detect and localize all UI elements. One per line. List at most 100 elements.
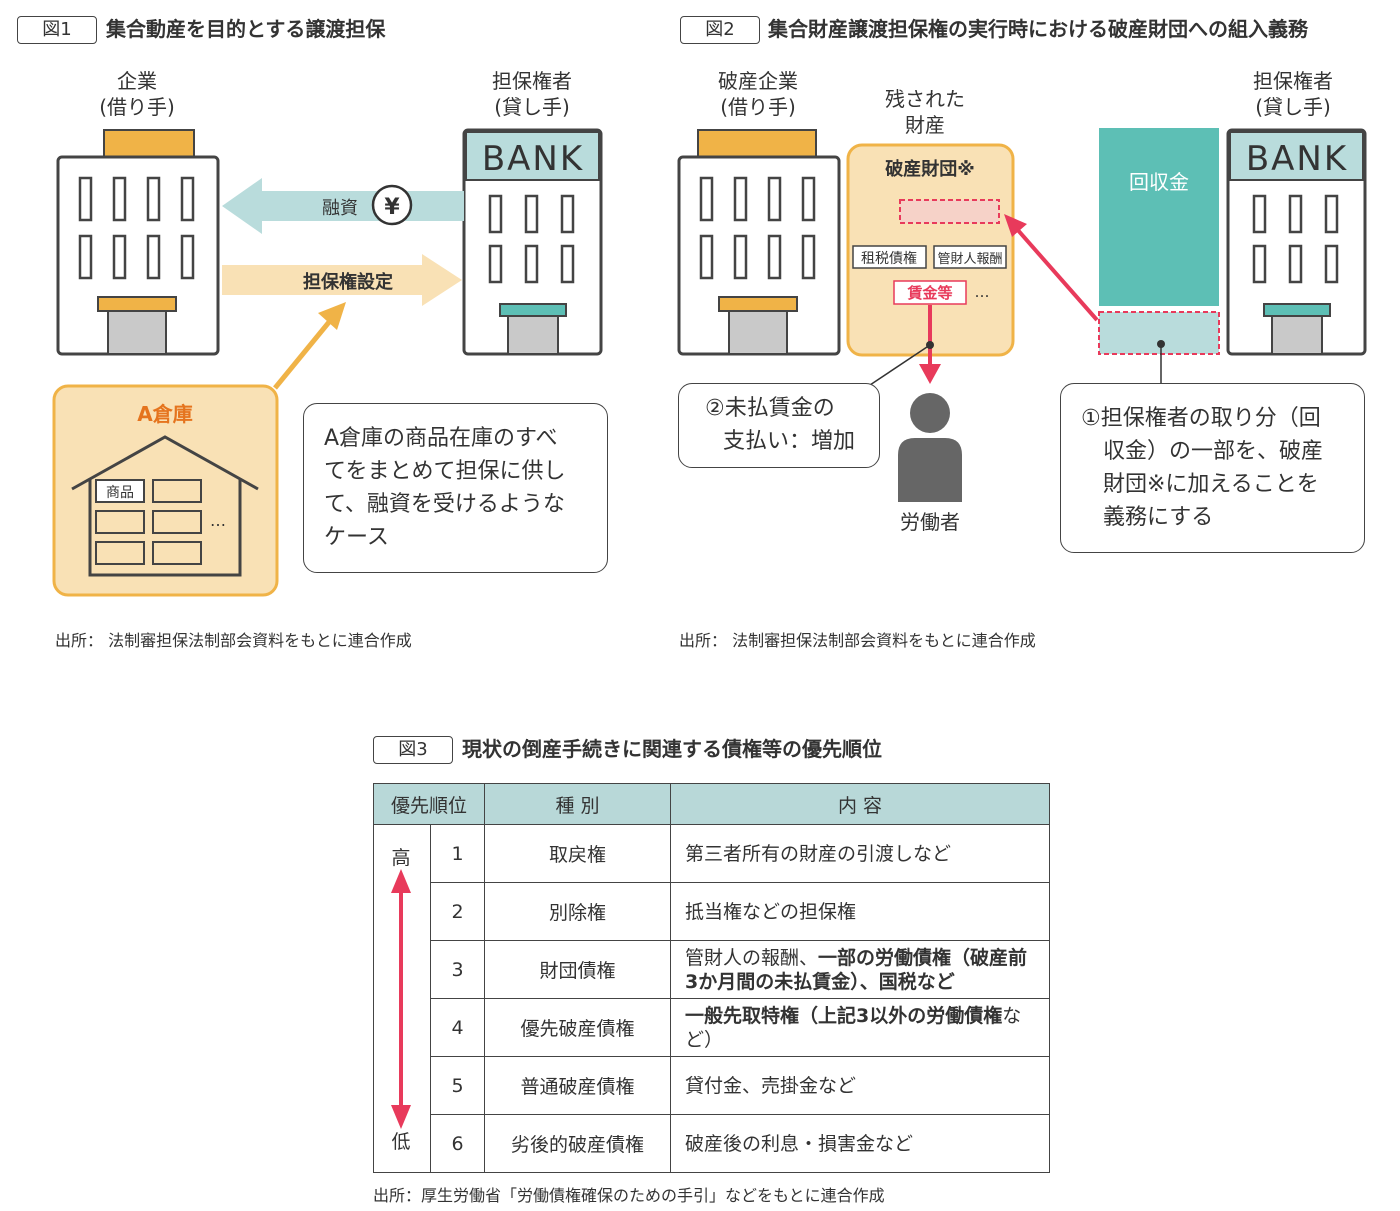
- priority-double-arrow: [391, 869, 411, 1129]
- priority-table: 優先順位 種 別 内 容 高 低 1 取戻権 第三者所有の財産の引渡しなど 2 …: [373, 783, 1050, 1173]
- row-content-bold: 一部の労働債権（破産前3か月間の未払賃金）、国税など: [685, 946, 1028, 993]
- fig1-bank-text: BANK: [482, 139, 584, 179]
- wages-label: 賃金等: [906, 284, 952, 302]
- fig1-callout-line-2: てをまとめて担保に供し: [324, 459, 566, 484]
- fig2-lender-label-1: 担保権者: [1253, 69, 1333, 93]
- fig1-company-label-1: 企業: [117, 69, 157, 93]
- warehouse-ellipsis: …: [210, 511, 226, 530]
- fig1-source: 出所： 法制審担保法制部会資料をもとに連合作成: [55, 631, 412, 650]
- fig3-source: 出所：厚生労働省「労働債権確保のための手引」などをもとに連合作成: [373, 1186, 885, 1205]
- warehouse-arrow-head: [318, 302, 346, 330]
- warehouse-house-icon: 商品 …: [71, 435, 259, 577]
- recovered-portion-slot: [1098, 311, 1220, 355]
- row-content: 管財人の報酬、一部の労働債権（破産前3か月間の未払賃金）、国税など: [670, 940, 1050, 999]
- transfer-arrow: [1014, 226, 1099, 322]
- row-number: 6: [430, 1114, 485, 1173]
- fig2-source: 出所： 法制審担保法制部会資料をもとに連合作成: [679, 631, 1036, 650]
- fig1-callout-line-3: て、融資を受けるような: [324, 492, 565, 517]
- row-number: 5: [430, 1056, 485, 1115]
- row-content-bold: 一般先取特権（上記3以外の労働債権: [685, 1004, 1003, 1027]
- warehouse-label: A倉庫: [137, 402, 192, 426]
- fig2-callout-obligation-line-2: 収金）の一部を、破産: [1103, 439, 1324, 464]
- row-content: 貸付金、売掛金など: [670, 1056, 1050, 1115]
- goods-label: 商品: [106, 485, 134, 501]
- row-content-plain: 管財人の報酬、: [685, 946, 819, 969]
- table-row: 5 普通破産債権 貸付金、売掛金など: [374, 1056, 1050, 1115]
- table-row: 3 財団債権 管財人の報酬、一部の労働債権（破産前3か月間の未払賃金）、国税など: [374, 940, 1050, 999]
- row-kind: 別除権: [484, 882, 671, 941]
- remaining-label-2: 財産: [905, 113, 945, 137]
- fig2-callout-obligation-line-4: 義務にする: [1103, 505, 1214, 530]
- fig2-bank-text: BANK: [1246, 139, 1348, 179]
- row-kind: 優先破産債権: [484, 998, 671, 1057]
- low-label: 低: [391, 1131, 411, 1153]
- loan-label: 融資: [322, 198, 358, 219]
- fig2-title: 集合財産譲渡担保権の実行時における破産財団への組入義務: [768, 17, 1308, 41]
- fig2-diagram: 破産企業 (借り手) 残された 財産 破産財団※ 租税債権 管財人報酬 賃金等 …: [677, 69, 1367, 534]
- row-kind: 財団債権: [484, 940, 671, 999]
- yen-symbol: ¥: [384, 195, 400, 220]
- fig1-title: 集合動産を目的とする譲渡担保: [106, 17, 386, 41]
- wages-arrow-head: [919, 364, 941, 384]
- table-row: 2 別除権 抵当権などの担保権: [374, 882, 1050, 941]
- header-rank: 優先順位: [373, 783, 485, 825]
- row-content-plain: など）: [685, 1004, 1022, 1051]
- worker-icon: [898, 393, 962, 502]
- table-row: 高 低 1 取戻権 第三者所有の財産の引渡しなど: [373, 824, 1050, 1173]
- security-arrow: [222, 254, 462, 306]
- fig2-lender-label-2: (貸し手): [1255, 95, 1331, 119]
- fig1-callout: A倉庫の商品在庫のすべ てをまとめて担保に供し て、融資を受けるような ケース: [303, 403, 608, 573]
- row-number: 3: [430, 940, 485, 999]
- fig2-callout-obligation: ①担保権者の取り分（回 収金）の一部を、破産 財団※に加えることを 義務にする: [1060, 383, 1365, 553]
- row-number: 4: [430, 998, 485, 1057]
- fig2-company-label-1: 破産企業: [718, 69, 798, 93]
- warehouse-arrow: [273, 314, 336, 390]
- tax-claims-label: 租税債権: [861, 250, 917, 267]
- fig1-company-label-2: (借り手): [99, 95, 175, 119]
- fig2-company-label-2: (借り手): [720, 95, 796, 119]
- fig2-callout-wages: ②未払賃金の 支払い：増加: [678, 383, 880, 468]
- row-content: 第三者所有の財産の引渡しなど: [670, 824, 1050, 883]
- fig2-callout-obligation-line-3: 財団※に加えることを: [1103, 472, 1319, 497]
- transfer-arrow-head: [1004, 214, 1027, 237]
- worker-label: 労働者: [900, 510, 960, 534]
- row-content: 破産後の利息・損害金など: [670, 1114, 1050, 1173]
- fig1-callout-line-4: ケース: [324, 525, 389, 550]
- fig3-label: 図3: [373, 736, 453, 764]
- row-kind: 普通破産債権: [484, 1056, 671, 1115]
- estate-dashed-slot: [899, 199, 1000, 224]
- fig2-callout-wages-line-1: ②未払賃金の: [705, 396, 835, 421]
- row-kind: 劣後的破産債権: [484, 1114, 671, 1173]
- header-kind: 種 別: [484, 783, 671, 825]
- yen-icon: [371, 184, 413, 226]
- fig2-callout-obligation-line-1: ①担保権者の取り分（回: [1081, 406, 1321, 431]
- row-number: 1: [430, 824, 485, 883]
- row-kind: 取戻権: [484, 824, 671, 883]
- header-content: 内 容: [670, 783, 1050, 825]
- fig1-lender-label-2: (貸し手): [494, 95, 570, 119]
- bank-building-icon: BANK: [462, 128, 603, 356]
- fig2-label: 図2: [680, 16, 760, 44]
- fig1-diagram: 企業 (借り手) 担保権者 (貸し手) BANK 融資 ¥ 担保権設定: [52, 69, 603, 597]
- fig1-label: 図1: [17, 16, 97, 44]
- fig3-title: 現状の倒産手続きに関連する債権等の優先順位: [462, 737, 882, 761]
- estate-ellipsis: …: [975, 283, 990, 301]
- bankruptcy-estate-label: 破産財団※: [885, 158, 975, 180]
- fig1-callout-line-1: A倉庫の商品在庫のすべ: [324, 426, 558, 451]
- recovered-funds-block: [1099, 128, 1219, 306]
- table-row: 6 劣後的破産債権 破産後の利息・損害金など: [374, 1114, 1050, 1173]
- row-number: 2: [430, 882, 485, 941]
- fig2-bank-building-icon: BANK: [1226, 128, 1367, 356]
- bankrupt-company-building-icon: [677, 129, 841, 356]
- row-content: 抵当権などの担保権: [670, 882, 1050, 941]
- fig2-callout-wages-line-2: 支払い：増加: [723, 429, 856, 454]
- high-label: 高: [391, 847, 411, 869]
- security-label: 担保権設定: [303, 271, 393, 293]
- company-building-icon: [56, 129, 220, 356]
- trustee-fee-label: 管財人報酬: [937, 252, 1002, 267]
- table-row: 4 優先破産債権 一般先取特権（上記3以外の労働債権など）: [374, 998, 1050, 1057]
- fig1-lender-label-1: 担保権者: [492, 69, 572, 93]
- row-content: 一般先取特権（上記3以外の労働債権など）: [670, 998, 1050, 1057]
- recovered-funds-label: 回収金: [1129, 170, 1189, 194]
- remaining-label-1: 残された: [885, 87, 965, 111]
